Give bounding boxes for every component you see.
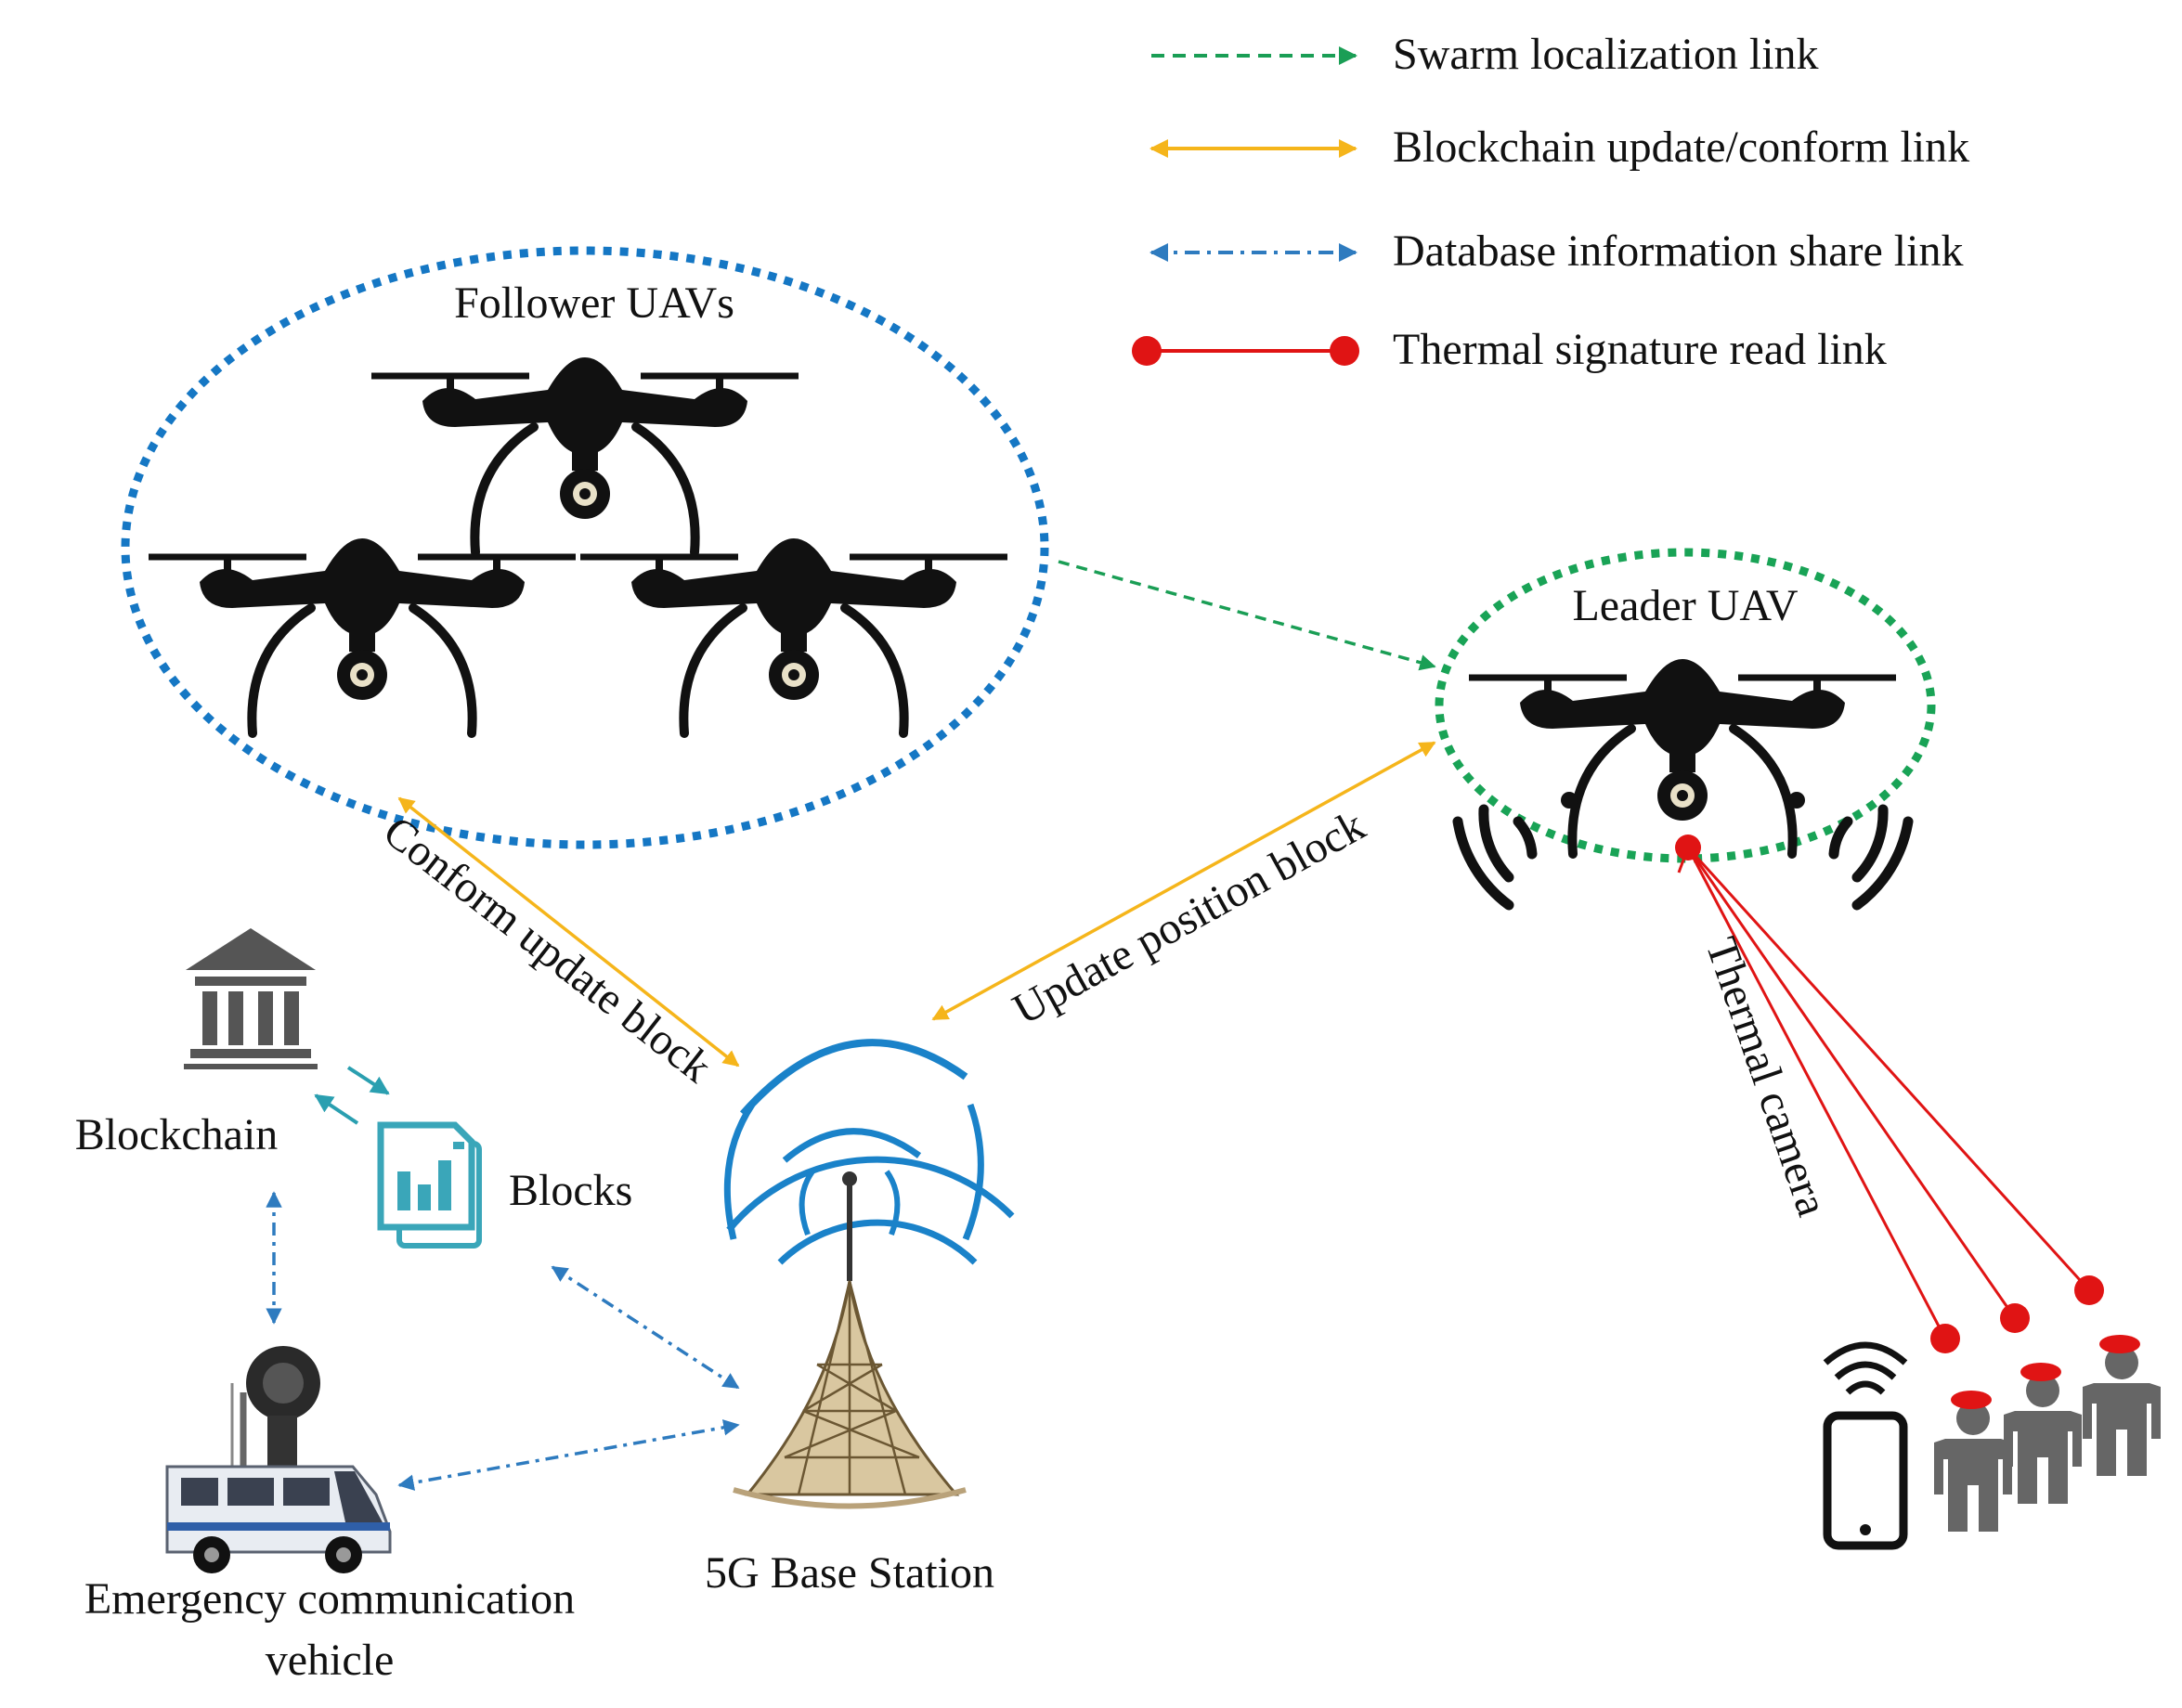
legend-thermal-dot-left: [1132, 336, 1162, 366]
vehicle-label-line1: Emergency communication: [84, 1574, 575, 1624]
vehicle-basestation-db-arrow: [397, 1419, 740, 1491]
base-station-label: 5G Base Station: [705, 1548, 994, 1598]
legend-thermal-dot-right: [1330, 336, 1359, 366]
leader-signal-right-icon: [1788, 792, 1914, 911]
blocks-to-blockchain-arrow: [314, 1093, 359, 1125]
person-heat-back: [2099, 1335, 2140, 1353]
thermal-target-dot-2: [2000, 1303, 2030, 1333]
vehicle-label-line2: vehicle: [266, 1636, 395, 1685]
smartphone-icon: [1823, 1341, 1908, 1550]
thermal-links: [1677, 846, 2091, 1339]
blocks-label: Blocks: [509, 1166, 632, 1215]
follower-uavs-label: Follower UAVs: [454, 278, 734, 328]
thermal-target-dot-1: [1930, 1324, 1960, 1353]
blockchain-label: Blockchain: [75, 1110, 279, 1159]
rescue-targets: [1823, 1275, 2161, 1550]
person-icon-back: [2083, 1346, 2161, 1476]
legend: Swarm localization link Blockchain updat…: [1132, 30, 1969, 374]
follower-drone-top-icon: [371, 357, 799, 552]
thermal-camera-point: [1675, 835, 1701, 860]
thermal-link-3: [1686, 846, 2091, 1292]
update-position-block-label: Update position block: [1005, 801, 1372, 1035]
emergency-vehicle-icon: [165, 1346, 392, 1573]
blockchain-bank-icon: [184, 928, 318, 1069]
thermal-link-2: [1686, 847, 2017, 1319]
legend-thermal-label: Thermal signature read link: [1393, 325, 1887, 374]
conform-update-arrow: [397, 796, 740, 1068]
leader-signal-left-icon: [1452, 792, 1578, 911]
blocks-document-icon: [377, 1121, 482, 1249]
legend-blockchain-label: Blockchain update/conform link: [1393, 123, 1969, 172]
update-position-arrow: [931, 741, 1436, 1021]
legend-swarm-label: Swarm localization link: [1393, 30, 1819, 79]
legend-database-label: Database information share link: [1393, 226, 1963, 276]
thermal-camera-label: Thermal camera: [1696, 931, 1838, 1222]
conform-update-block-label: Conform update block: [374, 807, 721, 1093]
person-icon-middle: [2004, 1374, 2082, 1504]
follower-drone-left-icon: [149, 538, 576, 733]
base-station-icon: [723, 1039, 1015, 1509]
person-heat-front: [1951, 1391, 1992, 1409]
blockchain-to-blocks-arrow: [346, 1066, 390, 1095]
leader-uav-label: Leader UAV: [1572, 581, 1798, 630]
person-icon-front: [1934, 1402, 2012, 1532]
thermal-target-dot-3: [2074, 1275, 2104, 1305]
thermal-link-1: [1686, 847, 1947, 1339]
blocks-basestation-db-arrow: [551, 1265, 740, 1390]
swarm-localization-arrow: [1058, 560, 1436, 671]
follower-drone-right-icon: [580, 538, 1007, 733]
follower-uavs-ellipse: [121, 246, 1049, 849]
person-heat-middle: [2020, 1363, 2061, 1381]
follower-uav-group: Follower UAVs: [121, 246, 1049, 849]
